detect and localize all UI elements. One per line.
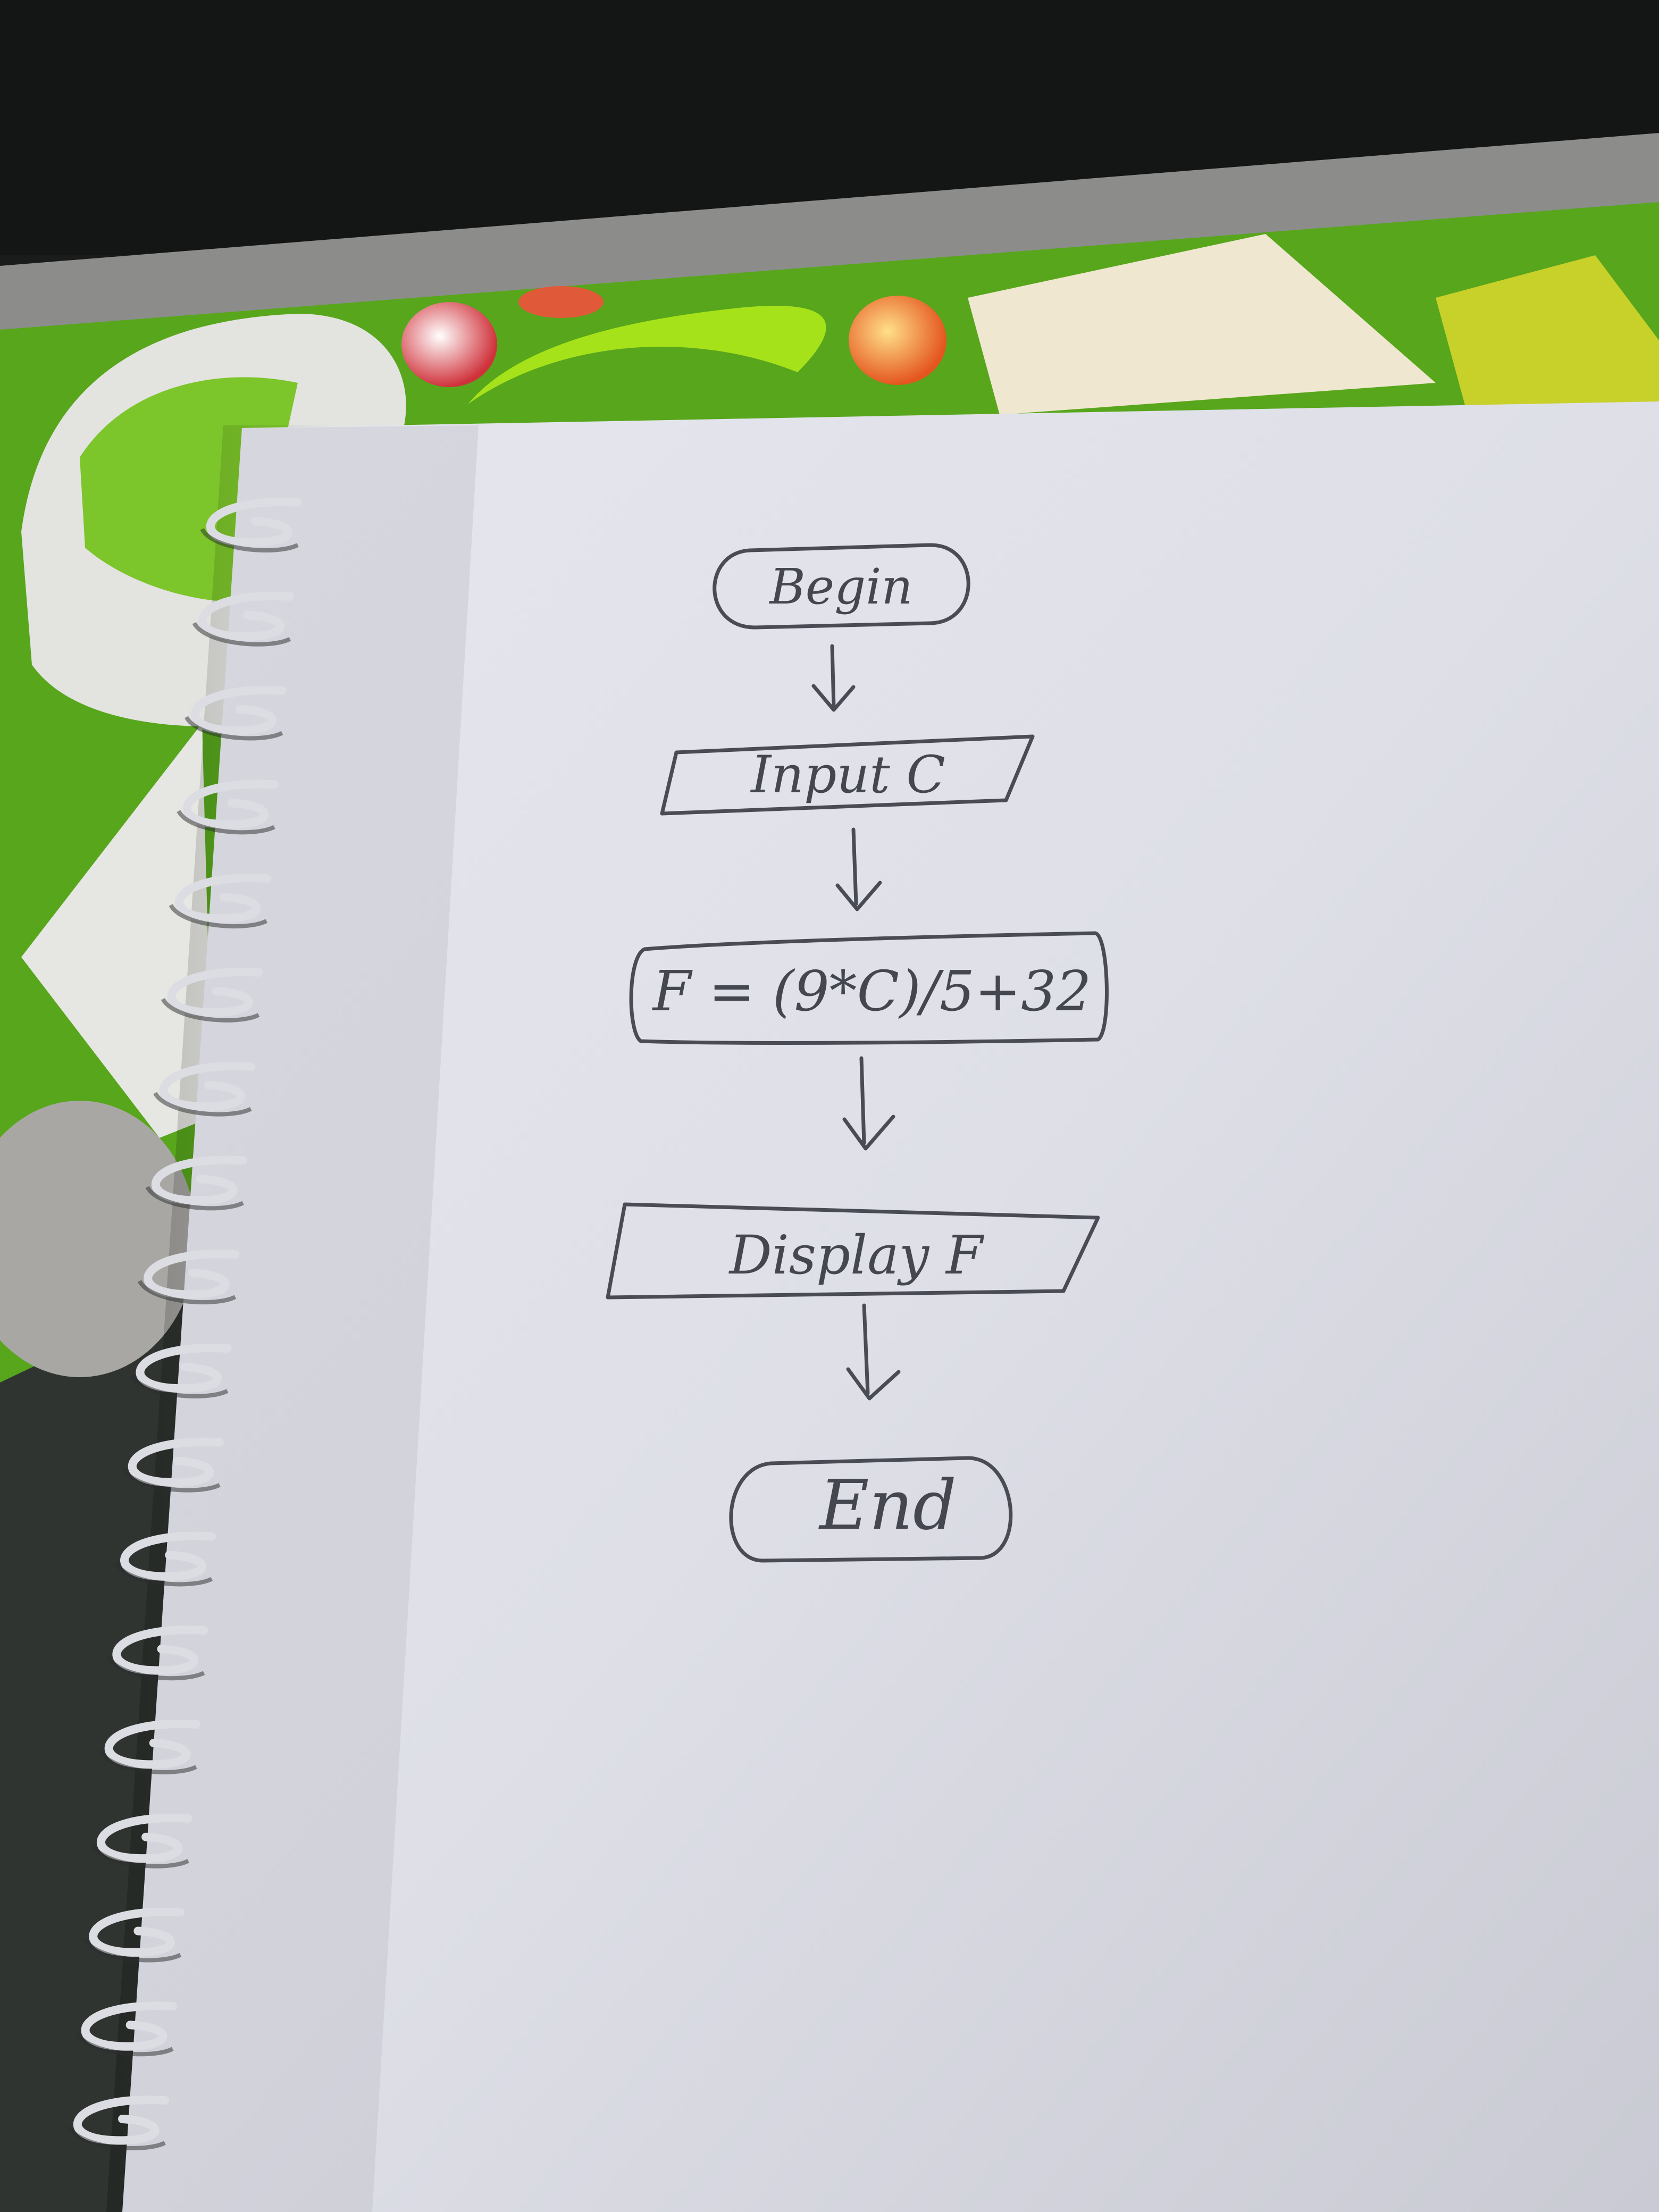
process-label: F = (9*C)/5+32 [652, 959, 1092, 1024]
spiral-ring [96, 1813, 193, 1863]
cream-cake [968, 234, 1436, 415]
spiral-ring-shadow [114, 1562, 213, 1587]
candy-ball [401, 302, 497, 387]
spiral-ring [159, 1061, 255, 1111]
spiral-ring [128, 1437, 224, 1487]
spiral-ring-shadow [67, 2125, 166, 2150]
spiral-ring-shadow [200, 527, 299, 552]
spiral-ring [167, 967, 263, 1017]
page-shade [122, 425, 479, 2212]
begin-terminator-shape [713, 543, 970, 630]
grey-object [0, 1101, 197, 1377]
spiral-ring-shadow [192, 622, 291, 647]
spiral-ring-shadow [90, 1844, 189, 1869]
spiral-ring [144, 1250, 240, 1299]
spiral-ring [175, 874, 271, 923]
spiral-ring [81, 2001, 177, 2051]
spiral-ring-shadow [122, 1468, 221, 1493]
spiral-ring [73, 2096, 169, 2145]
flow-arrow [851, 827, 858, 906]
flow-arrow [862, 1303, 870, 1395]
end-label: End [818, 1466, 957, 1545]
spiral-ring-shadow [75, 2032, 174, 2057]
flow-arrow-head [842, 1115, 895, 1151]
spiral-binding [67, 498, 302, 2150]
flow-arrow [830, 644, 836, 709]
spiral-ring-shadow [145, 1186, 244, 1211]
flow-arrow-head [811, 684, 856, 712]
spiral-ring-shadow [98, 1749, 197, 1774]
spiral-ring-shadow [130, 1373, 229, 1398]
spiral-ring [182, 780, 279, 829]
spiral-ring-shadow [169, 903, 267, 929]
white-shape [21, 723, 213, 1138]
spiral-ring-shadow [106, 1656, 205, 1681]
notebook-page [122, 401, 1659, 2212]
yellow-shape [1436, 255, 1659, 415]
spiral-ring-shadow [177, 810, 275, 835]
display-parallelogram-shape [606, 1202, 1100, 1300]
spiral-ring-shadow [137, 1279, 237, 1305]
display-label: Display F [728, 1224, 985, 1286]
begin-label: Begin [768, 558, 913, 615]
flow-arrow [859, 1056, 866, 1145]
process-box-shape [629, 931, 1109, 1045]
spiral-ring [151, 1155, 248, 1205]
spiral-ring-shadow [153, 1092, 252, 1117]
spiral-ring-shadow [161, 998, 260, 1023]
spiral-ring [104, 1720, 200, 1769]
input-label: Input C [750, 745, 945, 805]
flow-arrow-head [835, 881, 882, 911]
spiral-ring [89, 1907, 185, 1957]
spiral-ring [206, 498, 302, 547]
spiral-ring [120, 1531, 216, 1581]
spiral-ring [112, 1626, 208, 1675]
spiral-ring [190, 685, 287, 735]
input-parallelogram-shape [660, 734, 1035, 816]
flow-arrow-head [846, 1367, 901, 1401]
lime-shape [468, 306, 826, 404]
end-terminator-shape [729, 1456, 1013, 1563]
spiral-ring [136, 1344, 232, 1393]
candy-ball [518, 286, 604, 318]
spiral-ring-shadow [185, 716, 283, 741]
desk-strip [0, 133, 1659, 340]
spiral-ring [198, 591, 295, 641]
candy-ball [849, 296, 946, 385]
spiral-ring-shadow [82, 1938, 182, 1963]
